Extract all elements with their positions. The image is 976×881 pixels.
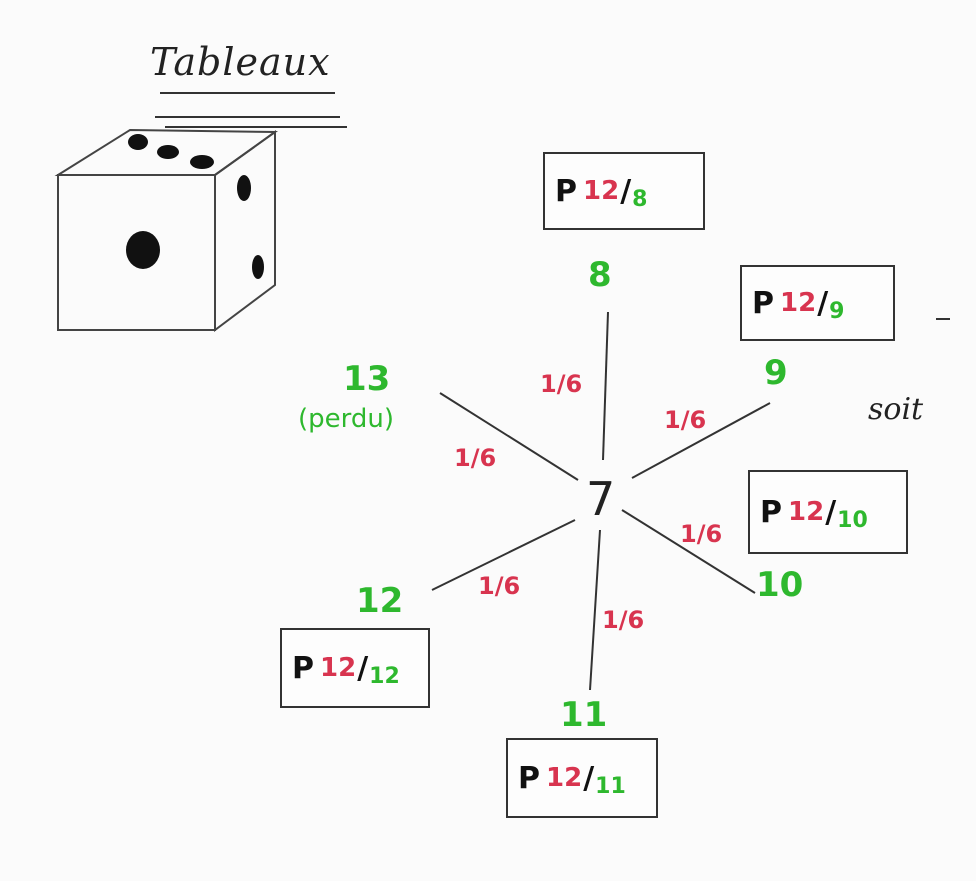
box-denominator: 12 bbox=[369, 663, 400, 689]
die-pip bbox=[252, 255, 264, 279]
probability-label: 1/6 bbox=[664, 406, 707, 434]
box-denominator: 8 bbox=[632, 186, 648, 212]
box-denominator: 9 bbox=[829, 298, 845, 324]
branch-line-10 bbox=[621, 509, 756, 594]
probability-label: 1/6 bbox=[680, 520, 723, 548]
probability-label: 1/6 bbox=[602, 606, 645, 634]
box-slash: / bbox=[817, 285, 829, 321]
branch-line-11 bbox=[589, 529, 601, 691]
box-slash: / bbox=[357, 650, 369, 686]
die-pips bbox=[126, 134, 264, 279]
outcome-node-9: 9 bbox=[764, 353, 788, 393]
branch-line-9 bbox=[631, 402, 771, 479]
page-title: Tableaux bbox=[150, 40, 331, 84]
die-pip bbox=[126, 231, 160, 269]
branch-line-12 bbox=[431, 519, 576, 591]
probability-box-12: P 12 / 12 bbox=[280, 628, 430, 708]
box-numerator: 12 bbox=[780, 288, 817, 318]
die-drawing bbox=[54, 128, 279, 332]
outcome-node-12: 12 bbox=[356, 581, 404, 621]
box-slash: / bbox=[583, 760, 595, 796]
probability-symbol: P bbox=[760, 494, 782, 530]
branch-line-13 bbox=[439, 392, 579, 481]
box-numerator: 12 bbox=[320, 653, 357, 683]
outcome-node-13: 13 bbox=[343, 359, 391, 399]
probability-label: 1/6 bbox=[454, 444, 497, 472]
probability-symbol: P bbox=[518, 760, 540, 796]
box-slash: / bbox=[620, 173, 632, 209]
probability-symbol: P bbox=[292, 650, 314, 686]
box-denominator: 10 bbox=[837, 507, 868, 533]
box-numerator: 12 bbox=[583, 176, 620, 206]
title-underline bbox=[155, 116, 340, 118]
outcome-node-11: 11 bbox=[560, 695, 608, 735]
dash-mark bbox=[936, 318, 950, 320]
outcome-node-8: 8 bbox=[588, 255, 612, 295]
probability-label: 1/6 bbox=[478, 572, 521, 600]
outcome-node-10: 10 bbox=[756, 565, 804, 605]
aside-note: soit bbox=[868, 392, 924, 427]
probability-box-11: P 12 / 11 bbox=[506, 738, 658, 818]
die-pip bbox=[128, 134, 148, 150]
box-numerator: 12 bbox=[788, 497, 825, 527]
center-node: 7 bbox=[586, 472, 616, 526]
probability-box-10: P 12 / 10 bbox=[748, 470, 908, 554]
probability-box-9: P 12 / 9 bbox=[740, 265, 895, 341]
title-underline bbox=[165, 126, 347, 128]
die-pip bbox=[157, 145, 179, 159]
die-pip bbox=[190, 155, 214, 169]
probability-box-8: P 12 / 8 bbox=[543, 152, 705, 230]
box-slash: / bbox=[825, 494, 837, 530]
box-numerator: 12 bbox=[546, 763, 583, 793]
branch-line-8 bbox=[602, 311, 609, 461]
probability-label: 1/6 bbox=[540, 370, 583, 398]
die-side-face bbox=[214, 130, 276, 332]
die-pip bbox=[237, 175, 251, 201]
probability-symbol: P bbox=[555, 173, 577, 209]
box-denominator: 11 bbox=[595, 773, 626, 799]
probability-symbol: P bbox=[752, 285, 774, 321]
outcome-note-13: (perdu) bbox=[298, 404, 395, 434]
tree-branches bbox=[431, 311, 771, 691]
title-underline bbox=[160, 92, 335, 94]
